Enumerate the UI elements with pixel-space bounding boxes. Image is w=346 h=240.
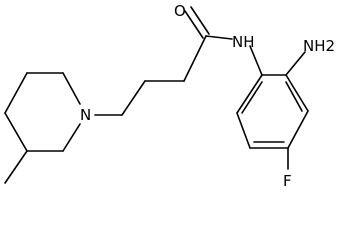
amide-c-n-bond — [205, 35, 233, 40]
carbonyl-double-bond-2 — [190, 6, 210, 35]
methyl-bond — [4, 150, 28, 184]
structure-diagram-canvas: O NH NH2 N F — [4, 2, 335, 190]
molecule-structure: O NH NH2 N F — [4, 2, 335, 190]
ring-bond-c2-c3 — [285, 74, 309, 112]
piperidine-bond-c3-c4 — [4, 72, 28, 114]
amine-nh2-label: NH2 — [303, 37, 335, 55]
ring-bond-c3-c4 — [287, 110, 309, 149]
ring-inner-double-2 — [285, 81, 303, 112]
fluorine-label: F — [283, 172, 292, 190]
piperidine-bond-c4-c5 — [4, 112, 28, 152]
oxygen-label: O — [174, 2, 186, 20]
ring-bond-c5-c6 — [236, 112, 251, 149]
chain-bond-1 — [183, 35, 207, 82]
carbonyl-double-bond-1 — [184, 10, 204, 39]
amide-nh-label: NH — [232, 33, 255, 51]
ring-bond-c6-c1 — [236, 74, 263, 114]
piperidine-n-label: N — [80, 106, 91, 124]
piperidine-bond-c6-n — [62, 123, 81, 152]
chain-bond-3 — [121, 80, 146, 116]
ring-inner-double-1 — [241, 81, 263, 114]
piperidine-bond-n-c2 — [62, 72, 81, 105]
ring-to-amine-bond — [285, 51, 306, 76]
amide-n-aryl-bond — [249, 45, 263, 76]
